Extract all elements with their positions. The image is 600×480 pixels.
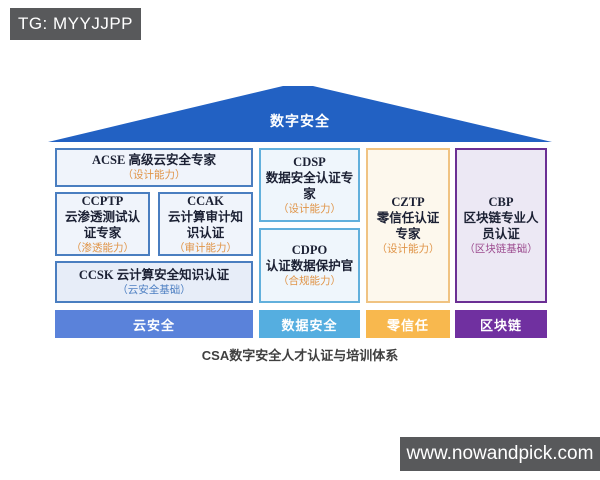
telegram-watermark-badge: TG: MYYJJPP [10,8,141,40]
cert-title: CCSK 云计算安全知识认证 [78,267,230,282]
bar-label: 零信任 [386,317,429,333]
cert-name: 云渗透测试认证专家 [64,209,140,240]
cert-title: CCAK [187,193,224,208]
bar-label: 数据安全 [281,317,338,333]
cert-name: 数据安全认证专家 [265,170,354,201]
cert-title: CDSP [293,154,326,169]
category-bar-zero-trust: 零信任 [366,310,450,338]
cert-subtitle: （设计能力） [278,203,341,215]
cert-name: 零信任认证专家 [376,211,440,241]
cert-subtitle: （云安全基础） [117,284,191,296]
cert-box-ccak: CCAK 云计算审计知识认证 （审计能力） [158,192,253,256]
cert-title: CDPO [291,243,328,257]
roof-shape [48,86,552,142]
cert-subtitle: （渗透能力） [71,242,134,254]
cert-box-cztp: CZTP 零信任认证专家 （设计能力） [366,148,450,303]
cert-name: 认证数据保护官 [265,259,354,273]
bar-label: 云安全 [132,317,175,333]
cert-box-ccptp: CCPTP 云渗透测试认证专家 （渗透能力） [55,192,150,256]
cert-subtitle: （合规能力） [278,276,341,287]
bar-label: 区块链 [479,317,522,333]
cert-subtitle: （设计能力） [376,244,440,255]
cert-box-cbp: CBP 区块链专业人员认证 （区块链基础） [455,148,547,303]
category-bar-cloud-security: 云安全 [55,310,253,338]
roof-label: 数字安全 [270,115,330,130]
cert-title: CZTP [391,195,425,209]
cert-title: CCPTP [81,193,124,208]
category-bar-blockchain: 区块链 [455,310,547,338]
cert-box-ccsk: CCSK 云计算安全知识认证 （云安全基础） [55,261,253,303]
cert-subtitle: （设计能力） [122,170,186,181]
cert-name: 云计算审计知识认证 [167,209,243,240]
roof-triangle-icon [48,86,552,142]
cert-name: 区块链专业人员认证 [463,211,539,241]
cert-title: CBP [488,195,514,209]
diagram-caption: CSA数字安全人才认证与培训体系 [201,348,399,363]
category-bar-data-security: 数据安全 [259,310,360,338]
cert-box-acse: ACSE 高级云安全专家 （设计能力） [55,148,253,187]
cert-box-cdsp: CDSP 数据安全认证专家 （设计能力） [259,148,360,222]
cert-subtitle: （区块链基础） [464,244,538,255]
cert-subtitle: （审计能力） [174,242,237,254]
cert-box-cdpo: CDPO 认证数据保护官 （合规能力） [259,228,360,303]
cert-title: ACSE 高级云安全专家 [92,153,216,167]
website-watermark-badge: www.nowandpick.com [400,437,600,471]
